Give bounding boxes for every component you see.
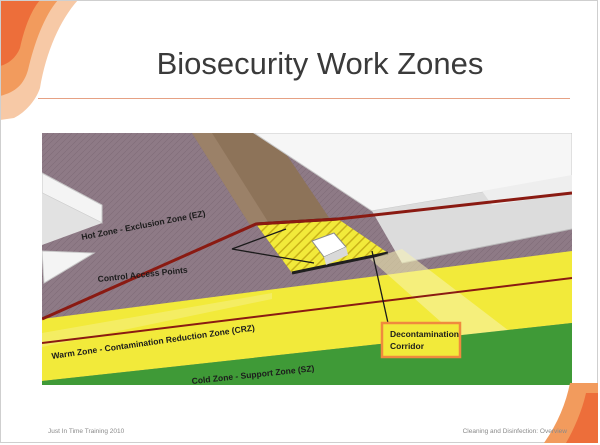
warm-zone-boundary	[42, 277, 572, 344]
footer-left: Just In Time Training 2010	[48, 428, 125, 435]
building-left	[42, 172, 103, 284]
truck-icon	[311, 232, 348, 265]
footer-right: Cleaning and Disinfection: Overview	[462, 428, 567, 435]
corner-swirl-decoration	[0, 0, 78, 120]
corner-wedge-decoration	[544, 383, 598, 443]
svg-text:Corridor: Corridor	[390, 341, 425, 351]
dirt-path	[192, 133, 334, 225]
title-divider	[38, 98, 570, 99]
zones-diagram: Hot Zone - Exclusion Zone (EZ) Control A…	[42, 133, 572, 385]
slide-title: Biosecurity Work Zones	[156, 46, 484, 81]
hot-zone-boundary	[42, 191, 572, 321]
decontamination-callout: Decontamination Corridor	[380, 321, 462, 359]
svg-text:Decontamination: Decontamination	[390, 329, 459, 339]
